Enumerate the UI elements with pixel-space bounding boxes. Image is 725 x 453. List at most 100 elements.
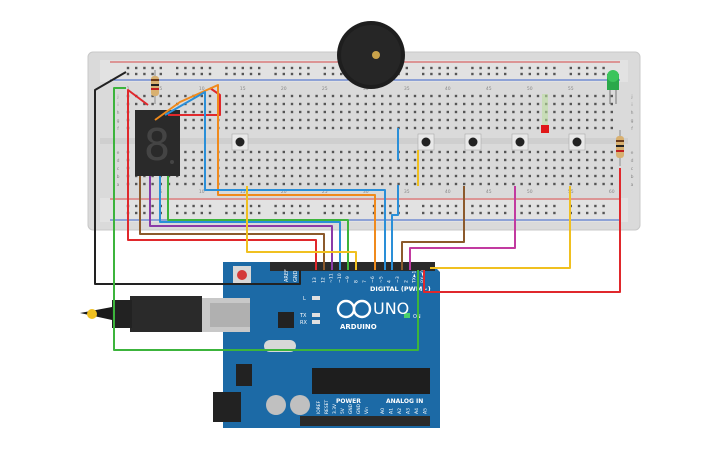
column-label: 15 (240, 189, 246, 195)
column-label: 5 (159, 86, 162, 92)
digital-pin-label: TX►1 (412, 271, 418, 284)
digital-pin-label: ~10 (337, 273, 343, 283)
wire-blue-a (164, 91, 386, 270)
column-label: 25 (322, 189, 328, 195)
wire-red-a (127, 89, 317, 270)
power-pin-label: GND (356, 403, 362, 414)
power-pin-label: 3.3V (332, 404, 338, 414)
push-button[interactable] (511, 133, 529, 151)
row-letter: g (631, 119, 634, 124)
power-pin-label: GND (348, 403, 354, 414)
wire-green-a (113, 87, 419, 351)
row-letter: d (631, 158, 634, 164)
digital-pin-label: ~6 (370, 276, 376, 283)
wire-red-vcc (423, 168, 621, 293)
wire-green-b (167, 176, 349, 270)
column-label: 35 (404, 86, 410, 92)
digital-pin-label: 2 (403, 280, 409, 283)
column-label: 40 (445, 189, 451, 195)
column-label: 10 (199, 86, 205, 92)
digital-pin-label: 8 (354, 280, 360, 283)
arduino-logo-icon (336, 299, 372, 319)
push-button[interactable] (568, 133, 586, 151)
column-label: 35 (404, 189, 410, 195)
row-letter: b (631, 174, 634, 180)
aref-label: AREF (284, 269, 290, 282)
column-label: 40 (445, 86, 451, 92)
column-label: 25 (322, 86, 328, 92)
wire-black-gnd (94, 71, 301, 285)
analog-pin-label: A5 (423, 408, 429, 414)
usb-cable (80, 296, 202, 332)
row-letter: c (631, 167, 634, 172)
digital-pin-label: 12 (320, 277, 326, 283)
resistor-right[interactable] (616, 130, 624, 166)
gnd-label: GND (293, 270, 299, 282)
wire-red-b (168, 87, 221, 116)
row-letter: i (117, 102, 118, 108)
analog-pin-label: A3 (406, 408, 412, 414)
column-label: 30 (363, 86, 369, 92)
analog-pin-label: A4 (414, 408, 420, 414)
column-label: 45 (486, 189, 492, 195)
wire-brown-b (401, 186, 465, 270)
power-label: POWER (336, 398, 361, 405)
model-label: UNO (373, 299, 409, 318)
wire-blue-c (391, 185, 399, 270)
row-letter: e (631, 151, 634, 156)
arduino-uno-board (200, 262, 440, 428)
green-led[interactable] (607, 70, 619, 104)
push-button[interactable] (417, 133, 435, 151)
wire-purple (149, 176, 333, 270)
row-letter: a (117, 183, 120, 188)
small-led-indicator[interactable] (541, 94, 549, 133)
power-pin-label: Vin (364, 407, 370, 414)
analog-label: ANALOG IN (386, 398, 423, 405)
row-letter: a (631, 183, 634, 188)
row-letter: c (117, 167, 120, 172)
wire-orange (154, 84, 376, 270)
digital-pin-label: ~11 (329, 273, 335, 283)
row-letter: e (117, 151, 120, 156)
wire-blue-d (159, 176, 341, 270)
wire-magenta (409, 186, 516, 270)
digital-pin-label: 4 (387, 280, 393, 283)
power-pin-label: IOREF (316, 400, 322, 414)
push-button[interactable] (231, 133, 249, 151)
digital-pin-label: RX◄0 (420, 270, 426, 283)
column-label: 15 (240, 86, 246, 92)
led-tx-label: TX (299, 313, 307, 319)
analog-pin-label: A0 (380, 408, 386, 414)
column-label: 10 (199, 189, 205, 195)
digital-pin-label: 13 (312, 277, 318, 283)
analog-pin-label: A1 (389, 408, 395, 414)
column-label: 50 (527, 86, 533, 92)
column-label: 50 (527, 189, 533, 195)
push-button[interactable] (464, 133, 482, 151)
column-label: 45 (486, 86, 492, 92)
led-l-label: L (303, 296, 306, 302)
row-letter: j (116, 94, 118, 100)
row-letter: g (117, 119, 120, 124)
resistor-top[interactable] (151, 70, 159, 104)
wire-yellow-a (246, 186, 357, 270)
row-letter: h (631, 110, 634, 116)
digital-pin-label: ~5 (378, 276, 384, 283)
row-letter: h (117, 110, 120, 116)
seven-segment-display[interactable]: 8 (135, 110, 180, 176)
digital-pin-label: ~9 (345, 276, 351, 283)
row-letter: f (631, 126, 633, 132)
power-pin-label: 5V (340, 408, 346, 414)
power-pin-label: RESET (324, 400, 330, 414)
column-label: 60 (609, 189, 615, 195)
row-letter: d (117, 158, 120, 164)
row-letter: f (117, 126, 119, 132)
row-letter: j (630, 94, 632, 100)
piezo-buzzer[interactable] (337, 21, 405, 89)
wires (94, 71, 621, 351)
svg-text:8: 8 (144, 120, 171, 171)
analog-pin-label: A2 (397, 408, 403, 414)
column-label: 1 (127, 86, 130, 92)
